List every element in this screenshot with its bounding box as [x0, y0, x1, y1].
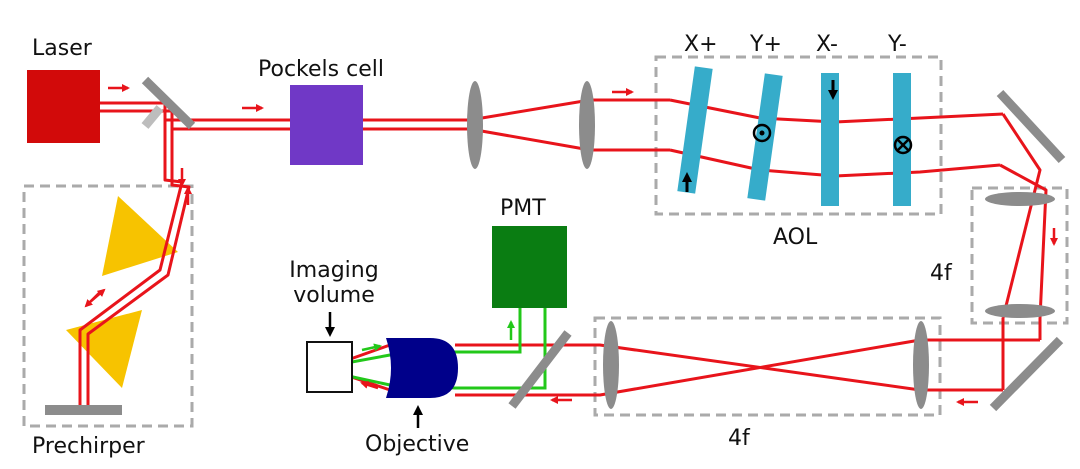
- circle-dot-icon: [752, 123, 772, 143]
- relay-right-box: [970, 186, 1069, 325]
- fluorescence-direction-arrows: [361, 320, 515, 352]
- aol-box: [654, 55, 943, 216]
- aod-y-plus: [747, 73, 783, 201]
- lens-6: [603, 321, 619, 409]
- label-4f-bottom: 4f: [728, 426, 750, 451]
- dichroic-mirror: [508, 330, 572, 409]
- mirror-1: [141, 76, 196, 130]
- label-aod-x-plus: X+: [684, 32, 718, 57]
- laser-block: [27, 70, 100, 143]
- label-4f-right: 4f: [930, 261, 952, 286]
- label-imaging-volume: Imaging volume: [289, 258, 379, 309]
- prism-lower: [66, 310, 142, 388]
- circle-cross-icon: [893, 135, 913, 155]
- lens-4: [985, 304, 1055, 318]
- label-laser: Laser: [32, 36, 92, 61]
- label-aod-y-minus: Y-: [888, 32, 907, 57]
- pockels-cell: [290, 85, 363, 165]
- mirror-1-back: [141, 105, 164, 129]
- prism-upper: [102, 196, 178, 276]
- lens-2: [579, 81, 595, 169]
- aod-y-minus: [893, 73, 911, 206]
- lens-1: [467, 81, 483, 169]
- label-pmt: PMT: [500, 196, 546, 221]
- prechirper-box: [22, 184, 194, 428]
- aod-x-minus: [821, 73, 839, 206]
- label-pockels-cell: Pockels cell: [258, 57, 384, 82]
- label-aol: AOL: [773, 225, 818, 250]
- label-aod-y-plus: Y+: [750, 32, 782, 57]
- beam-direction-arrows: [84, 84, 1058, 406]
- mirror-2: [996, 89, 1066, 164]
- grating: [45, 405, 122, 415]
- pmt-detector: [492, 226, 567, 308]
- label-prechirper: Prechirper: [32, 434, 145, 459]
- aod-x-plus: [677, 66, 713, 194]
- objective-lens: [386, 338, 458, 398]
- label-objective: Objective: [365, 432, 470, 457]
- lens-3: [985, 192, 1055, 206]
- relay-bottom-box: [593, 316, 942, 417]
- lens-5: [913, 321, 929, 409]
- mirror-3: [989, 336, 1064, 412]
- label-aod-x-minus: X-: [816, 32, 838, 57]
- imaging-volume-box: [306, 341, 353, 393]
